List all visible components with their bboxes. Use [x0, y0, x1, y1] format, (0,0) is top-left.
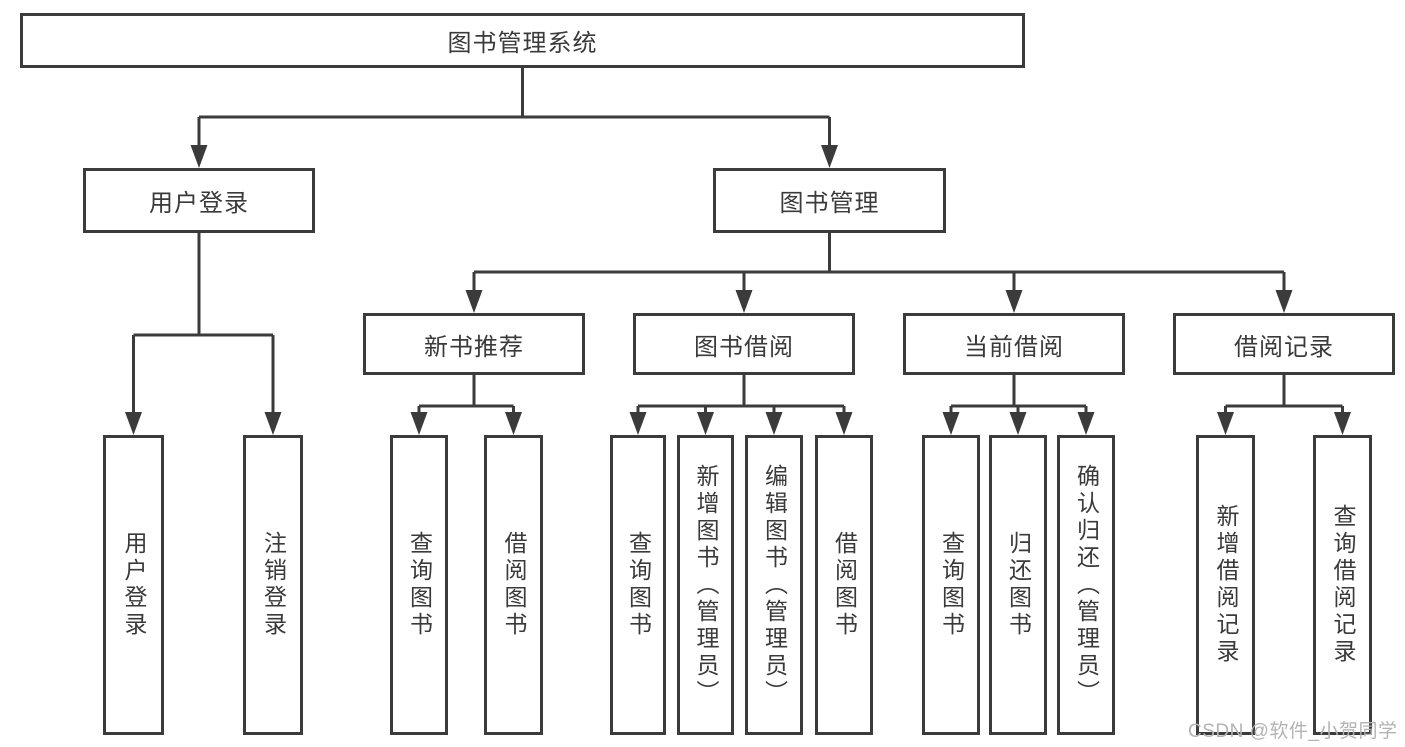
node-br-query-record: 查询借阅记录	[1313, 435, 1372, 735]
node-bb-add-books-admin: 新增图书（管理员）	[677, 435, 734, 735]
node-nbr-borrow-books: 借阅图书	[484, 435, 543, 735]
node-new-book-recommend: 新书推荐	[363, 313, 585, 375]
node-nbr-query-books: 查询图书	[390, 435, 448, 735]
node-bb-edit-books-admin: 编辑图书（管理员）	[745, 435, 803, 735]
node-logout: 注销登录	[243, 435, 303, 735]
node-borrowing-records: 借阅记录	[1173, 313, 1395, 375]
node-bb-borrow-books: 借阅图书	[815, 435, 873, 735]
node-library-management-system: 图书管理系统	[20, 13, 1025, 68]
node-user-login-branch: 用户登录	[83, 168, 315, 233]
node-user-login: 用户登录	[103, 435, 164, 735]
node-book-management: 图书管理	[713, 168, 946, 233]
node-br-add-record: 新增借阅记录	[1196, 435, 1255, 735]
node-cb-confirm-return-admin: 确认归还（管理员）	[1057, 435, 1115, 735]
watermark: CSDN @软件_小贺同学	[1188, 721, 1398, 742]
node-current-borrowing: 当前借阅	[903, 313, 1125, 375]
node-cb-return-books: 归还图书	[989, 435, 1047, 735]
node-book-borrowing: 图书借阅	[633, 313, 855, 375]
node-cb-query-books: 查询图书	[922, 435, 980, 735]
node-bb-query-books: 查询图书	[610, 435, 666, 735]
